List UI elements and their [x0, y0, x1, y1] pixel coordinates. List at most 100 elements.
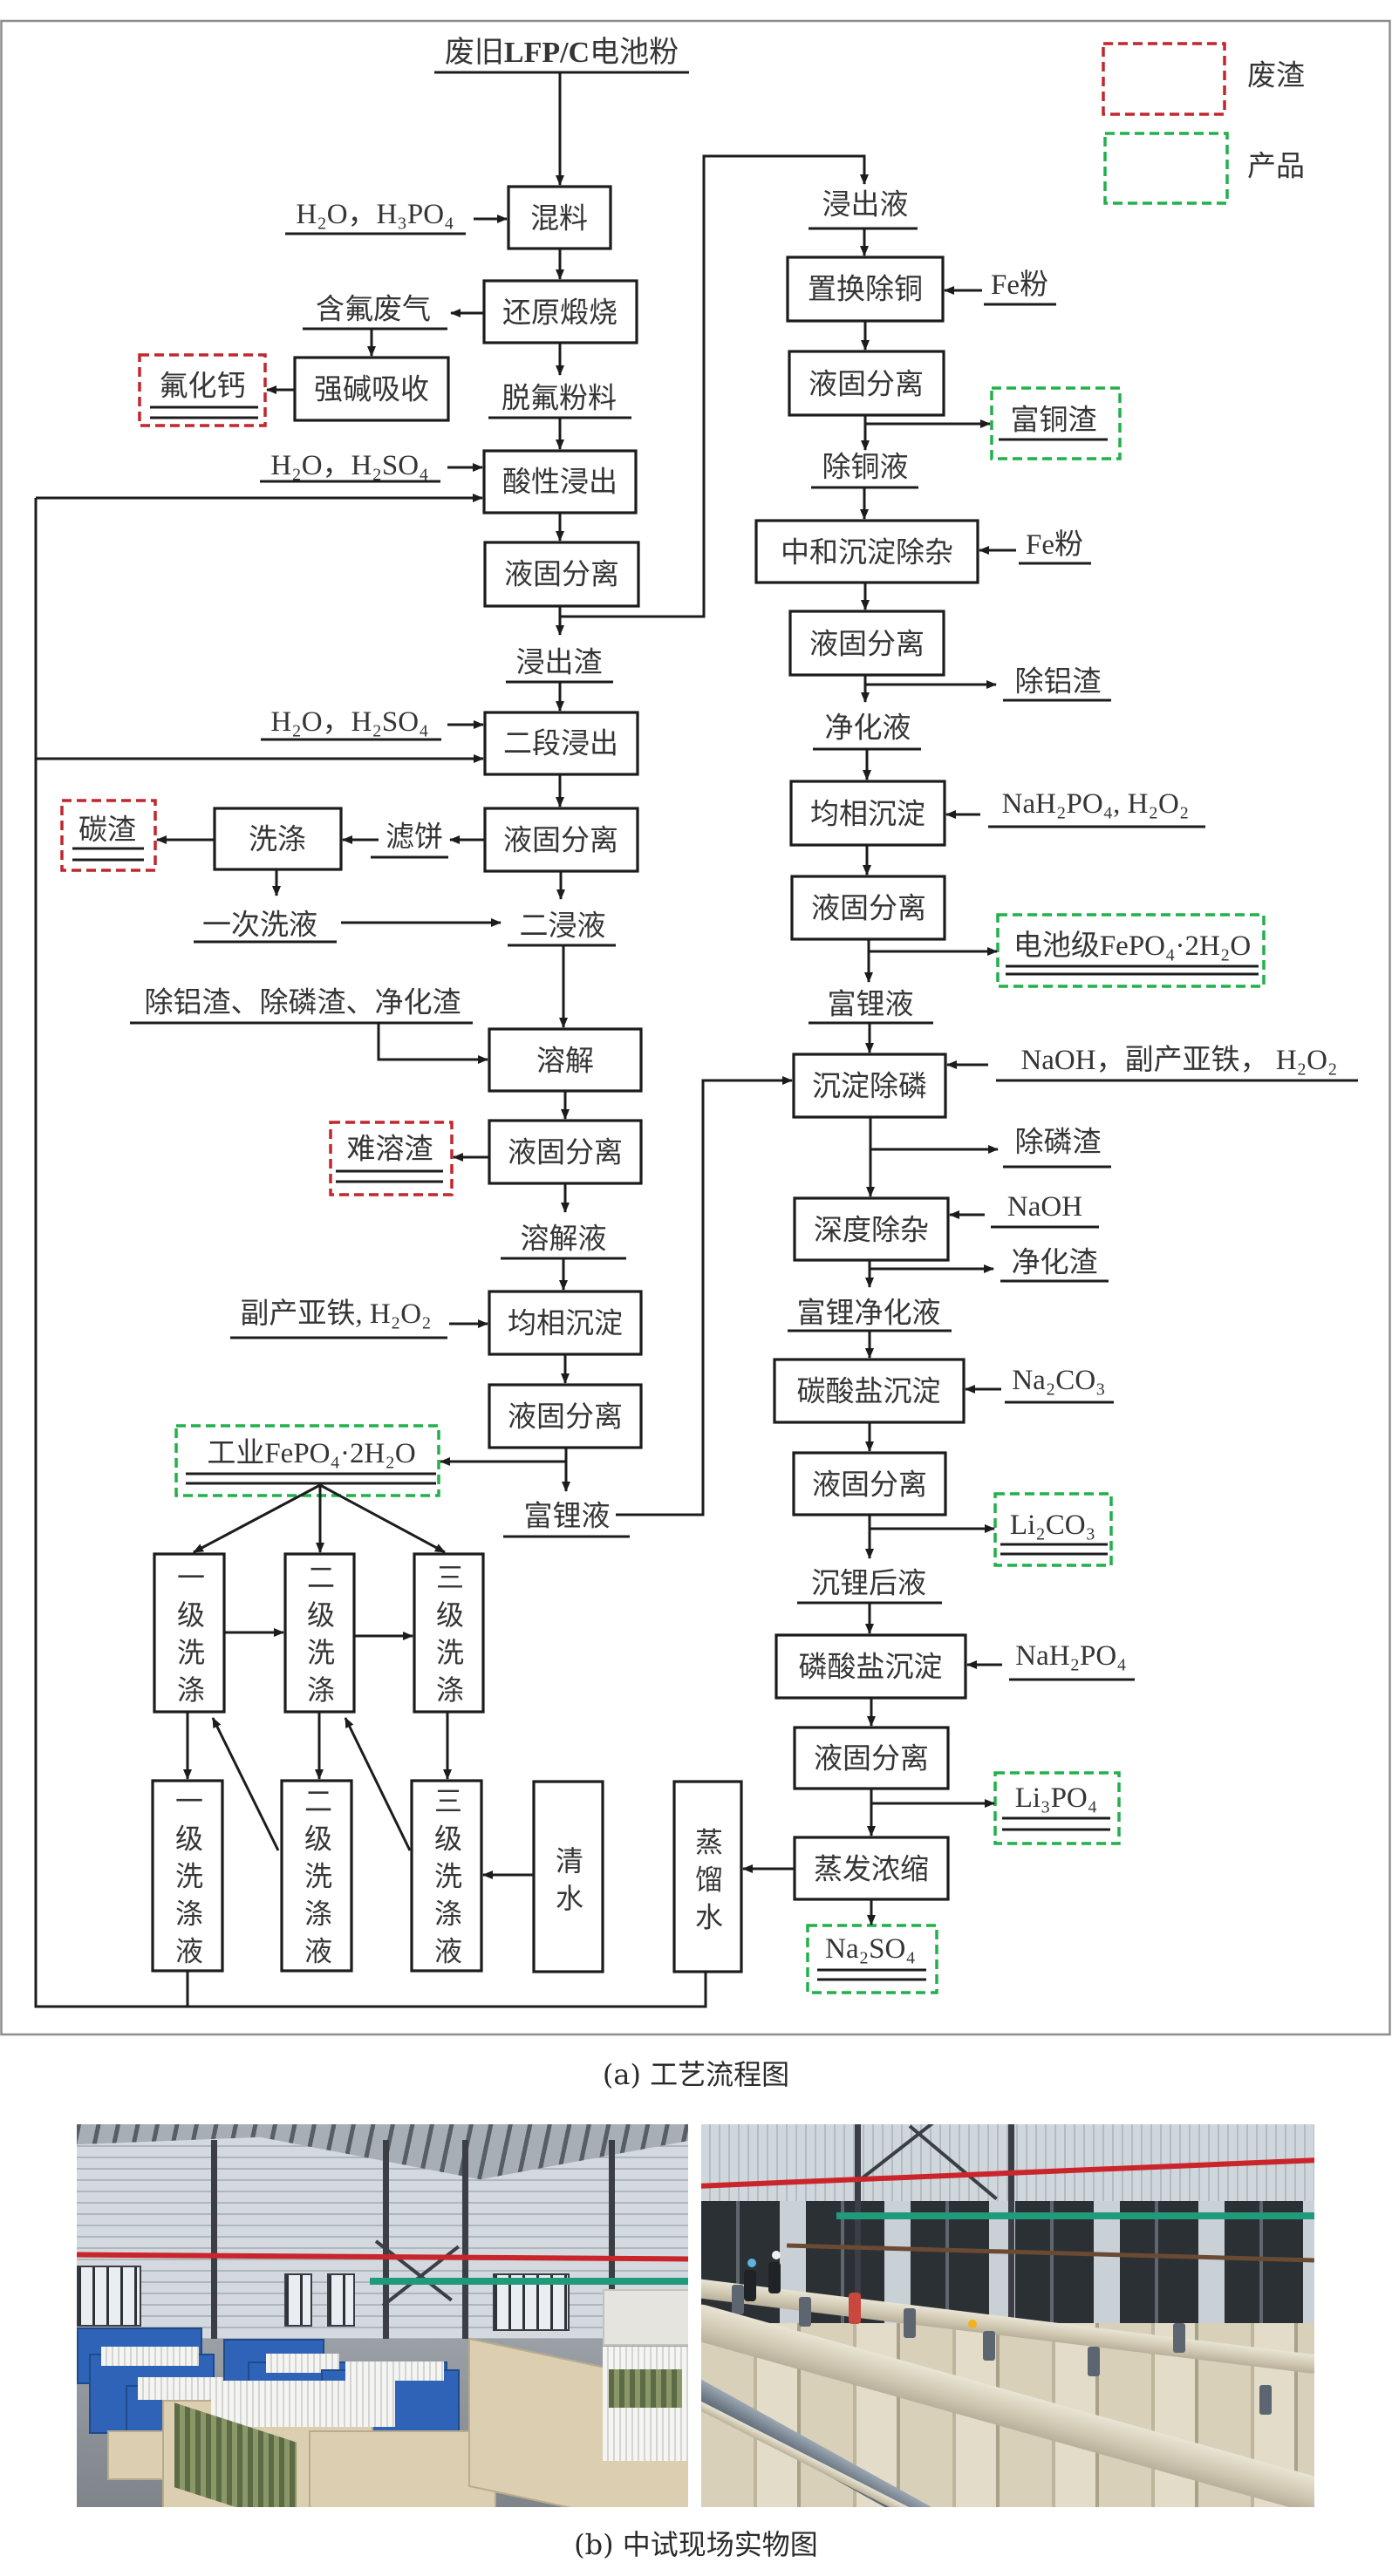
reagent-second-leaching: H₂O，H₂SO₄ [270, 706, 428, 738]
process-box [754, 519, 979, 584]
product-cu-rich-residue: 富铜渣 [990, 386, 1122, 460]
step-label: 洗涤 [249, 822, 306, 856]
step-label: 液固分离 [504, 557, 619, 591]
process-box [213, 807, 343, 871]
step-separation-4: 液固分离 [488, 1383, 643, 1449]
diagram-frame [0, 19, 1391, 2036]
stream-li-rich-liquor-left: 富锂液 [524, 1499, 611, 1533]
step-dissolution: 溶解 [488, 1027, 643, 1093]
photo-beige-press-head [309, 2430, 496, 2507]
step-alkali-absorption: 强碱吸收 [293, 356, 450, 422]
reagent-homogeneous-precip-1: 副产亚铁, H₂O₂ [240, 1298, 431, 1330]
step-label: 二级洗涤 [303, 1563, 336, 1713]
product-label: 工业FePO₄·2H₂O [207, 1438, 415, 1469]
step-second-leaching: 二段浸出 [483, 711, 639, 776]
photo-steel-column [461, 2139, 468, 2362]
step-label: 三级洗涤 [432, 1563, 465, 1713]
step-label: 均相沉淀 [508, 1306, 623, 1340]
photo-filter-plates [211, 2381, 395, 2427]
step-wash-liquor-3: 三级洗涤液 [410, 1779, 483, 1974]
product-na2so4: Na₂SO₄ [806, 1924, 938, 1994]
photo-steel-column [854, 2124, 861, 2355]
photo-motor [1173, 2323, 1186, 2354]
process-box [788, 350, 945, 417]
process-box [410, 1779, 483, 1973]
step-homogeneous-precip-1: 均相沉淀 [488, 1290, 643, 1356]
step-separation-3: 液固分离 [488, 1119, 643, 1185]
stream-al-residue: 除铝渣 [1015, 664, 1102, 699]
photo-motor [1259, 2384, 1272, 2415]
photo-window [327, 2273, 356, 2327]
legend-product-swatch [1103, 132, 1229, 205]
stream-li-rich-liquor-right: 富锂液 [828, 987, 914, 1021]
photo-green-rail [836, 2211, 1314, 2219]
product-box [990, 386, 1122, 460]
legend-waste-swatch [1102, 42, 1226, 116]
step-cu-cementation: 置换除铜 [786, 256, 945, 323]
photo-filter-press-workshop [77, 2124, 688, 2507]
photo-filter-plates [345, 2361, 444, 2382]
step-label: 液固分离 [508, 1135, 623, 1169]
reagent-p-removal: NaOH，副产亚铁， H₂O₂ [1020, 1044, 1337, 1076]
process-box [483, 541, 640, 608]
process-box [793, 1836, 950, 1901]
stream-second-leachate: 二浸液 [520, 909, 606, 943]
process-box [788, 610, 945, 677]
photo-tray [107, 2430, 167, 2480]
flow-arrow [319, 1483, 446, 1554]
product-box [993, 1771, 1121, 1845]
stream-leach-residue: 浸出渣 [516, 645, 603, 679]
step-homogeneous-precip-2: 均相沉淀 [789, 780, 946, 847]
reagent-mixing: H₂O，H₃PO₄ [296, 199, 454, 230]
step-separation-1: 液固分离 [483, 541, 640, 608]
process-box [793, 1196, 950, 1262]
photo-motor [732, 2285, 745, 2315]
feed-title-part: LFP/C [504, 37, 590, 69]
product-label: Na₂SO₄ [825, 1933, 916, 1965]
step-label: 清水 [551, 1846, 584, 1921]
step-label: 一级洗涤 [173, 1563, 206, 1713]
step-separation-2: 液固分离 [483, 807, 639, 873]
photo-white-tanks [602, 2288, 688, 2347]
process-box [153, 1552, 226, 1714]
flow-arrow [193, 1483, 321, 1554]
legend: 废渣 产品 [1102, 42, 1305, 205]
product-battery-fepo4: 电池级FePO₄·2H₂O [996, 913, 1266, 988]
stream-dissolved-liquor: 溶解液 [521, 1222, 607, 1256]
process-box [792, 1451, 947, 1516]
stream-post-li-liquor: 沉锂后液 [811, 1566, 926, 1600]
step-deep-purification: 深度除杂 [793, 1196, 950, 1262]
step-label: 液固分离 [812, 1468, 927, 1502]
process-box [280, 1779, 353, 1973]
step-label: 碳酸盐沉淀 [797, 1374, 941, 1408]
step-label: 酸性浸出 [502, 465, 618, 499]
process-box [283, 1552, 356, 1714]
flow-line-recycle [34, 498, 707, 2008]
step-clean-water: 清水 [532, 1780, 604, 1973]
step-label: 液固分离 [809, 367, 924, 401]
step-wash-liquor-1: 一级洗涤液 [151, 1779, 224, 1974]
feed-title-part: 废旧 [445, 35, 504, 70]
photo-reaction-tank-line [701, 2124, 1314, 2507]
stream-defluorinated-powder: 脱氟粉料 [502, 381, 617, 415]
step-reduction-roasting: 还原煅烧 [482, 279, 638, 344]
process-box [672, 1780, 743, 1973]
step-label: 还原煅烧 [502, 296, 618, 330]
product-label: Li₂CO₃ [1010, 1509, 1095, 1541]
step-separation-r4: 液固分离 [792, 1451, 947, 1516]
reagent-acid-leaching: H₂O，H₂SO₄ [270, 450, 428, 481]
step-label: 均相沉淀 [810, 797, 925, 831]
step-separation-r1: 液固分离 [788, 350, 945, 417]
photo-window [77, 2266, 142, 2327]
process-box [293, 356, 450, 422]
step-label: 液固分离 [503, 823, 618, 857]
process-box [488, 1027, 643, 1093]
product-industrial-fepo4: 工业FePO₄·2H₂O [174, 1424, 440, 1497]
product-label: Li₃PO₄ [1015, 1782, 1098, 1814]
process-box [792, 1053, 947, 1119]
process-box [786, 256, 945, 323]
step-label: 混料 [530, 201, 588, 235]
caption-process-flow: (a) 工艺流程图 [602, 2058, 790, 2091]
stream-li-rich-purified-liquor: 富锂净化液 [797, 1296, 941, 1330]
step-label: 三级洗涤液 [430, 1787, 463, 1974]
